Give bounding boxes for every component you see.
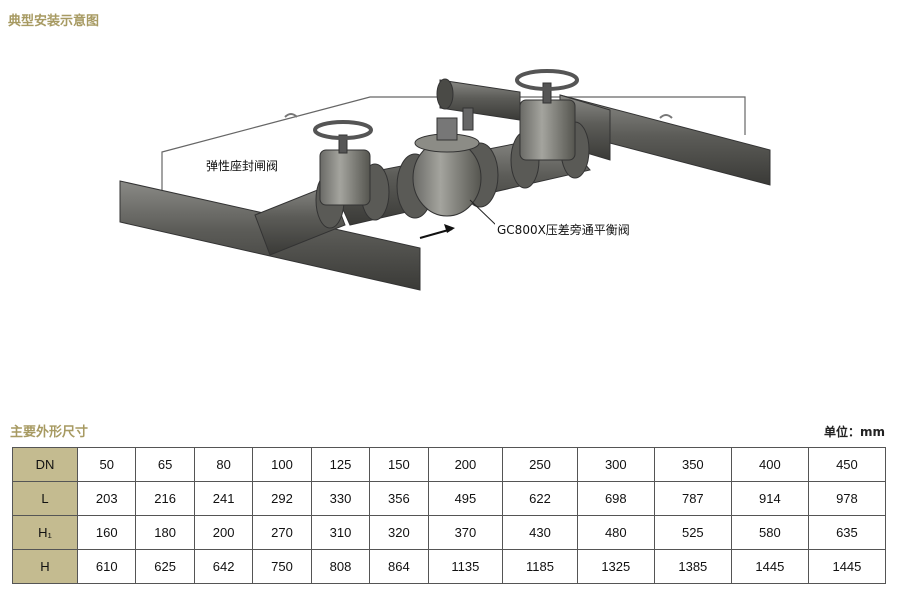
table-cell: 580 bbox=[730, 515, 809, 550]
table-cell: 625 bbox=[135, 549, 195, 584]
table-cell: 65 bbox=[135, 447, 195, 482]
table-cell: 430 bbox=[502, 515, 578, 550]
leader-main-valve bbox=[469, 199, 498, 227]
table-cell: 356 bbox=[369, 481, 429, 516]
table-cell: 1445 bbox=[807, 549, 887, 584]
table-cell: 300 bbox=[576, 447, 655, 482]
table-cell: 1325 bbox=[576, 549, 655, 584]
table-cell: 160 bbox=[76, 515, 137, 550]
unit-label: 单位：mm bbox=[823, 425, 885, 439]
table-cell: 200 bbox=[193, 515, 254, 550]
installation-diagram bbox=[119, 69, 771, 291]
sensing-line bbox=[161, 96, 746, 195]
table-cell: 1445 bbox=[730, 549, 809, 584]
table-cell: 864 bbox=[369, 549, 429, 584]
table-cell: 808 bbox=[310, 549, 371, 584]
table-cell: 241 bbox=[193, 481, 254, 516]
table-cell: 292 bbox=[252, 481, 312, 516]
table-cell: 1135 bbox=[427, 549, 504, 584]
table-cell: 80 bbox=[193, 447, 254, 482]
table-cell: 698 bbox=[576, 481, 655, 516]
table-cell: 450 bbox=[807, 447, 887, 482]
table-cell: 1385 bbox=[653, 549, 732, 584]
table-cell: 100 bbox=[252, 447, 312, 482]
row-header: H₁ bbox=[12, 515, 78, 550]
gate-valve-callout: 弹性座封闸阀 bbox=[204, 157, 281, 174]
table-cell: 270 bbox=[252, 515, 312, 550]
table-cell: 622 bbox=[502, 481, 578, 516]
table-cell: 203 bbox=[76, 481, 137, 516]
install-diagram-title: 典型安装示意图 bbox=[8, 14, 100, 29]
sensing-line-tap-right bbox=[659, 114, 673, 119]
table-cell: 370 bbox=[427, 515, 504, 550]
table-cell: 495 bbox=[427, 481, 504, 516]
table-cell: 914 bbox=[730, 481, 809, 516]
table-cell: 250 bbox=[502, 447, 578, 482]
right-gate-valve bbox=[510, 69, 590, 189]
table-cell: 400 bbox=[730, 447, 809, 482]
table-cell: 330 bbox=[310, 481, 371, 516]
table-cell: 125 bbox=[310, 447, 371, 482]
table-cell: 787 bbox=[653, 481, 732, 516]
dimensions-title: 主要外形尺寸 bbox=[10, 425, 89, 440]
table-cell: 50 bbox=[76, 447, 137, 482]
table-cell: 750 bbox=[252, 549, 312, 584]
table-cell: 1185 bbox=[502, 549, 578, 584]
main-valve-callout: GC800X压差旁通平衡阀 bbox=[495, 221, 632, 238]
row-header: L bbox=[12, 481, 78, 516]
table-cell: 310 bbox=[310, 515, 371, 550]
table-cell: 150 bbox=[369, 447, 429, 482]
left-gate-valve bbox=[313, 120, 390, 229]
sensing-line-tap bbox=[284, 113, 298, 118]
table-cell: 635 bbox=[807, 515, 887, 550]
flow-arrow-head bbox=[444, 224, 455, 233]
row-header: H bbox=[12, 549, 78, 584]
table-cell: 610 bbox=[76, 549, 137, 584]
row-header: DN bbox=[12, 447, 78, 482]
bypass-balance-valve bbox=[396, 107, 499, 219]
table-cell: 320 bbox=[369, 515, 429, 550]
table-cell: 642 bbox=[193, 549, 254, 584]
table-cell: 525 bbox=[653, 515, 732, 550]
table-cell: 350 bbox=[653, 447, 732, 482]
table-cell: 216 bbox=[135, 481, 195, 516]
table-cell: 200 bbox=[427, 447, 504, 482]
table-cell: 480 bbox=[576, 515, 655, 550]
table-cell: 180 bbox=[135, 515, 195, 550]
table-cell: 978 bbox=[807, 481, 887, 516]
